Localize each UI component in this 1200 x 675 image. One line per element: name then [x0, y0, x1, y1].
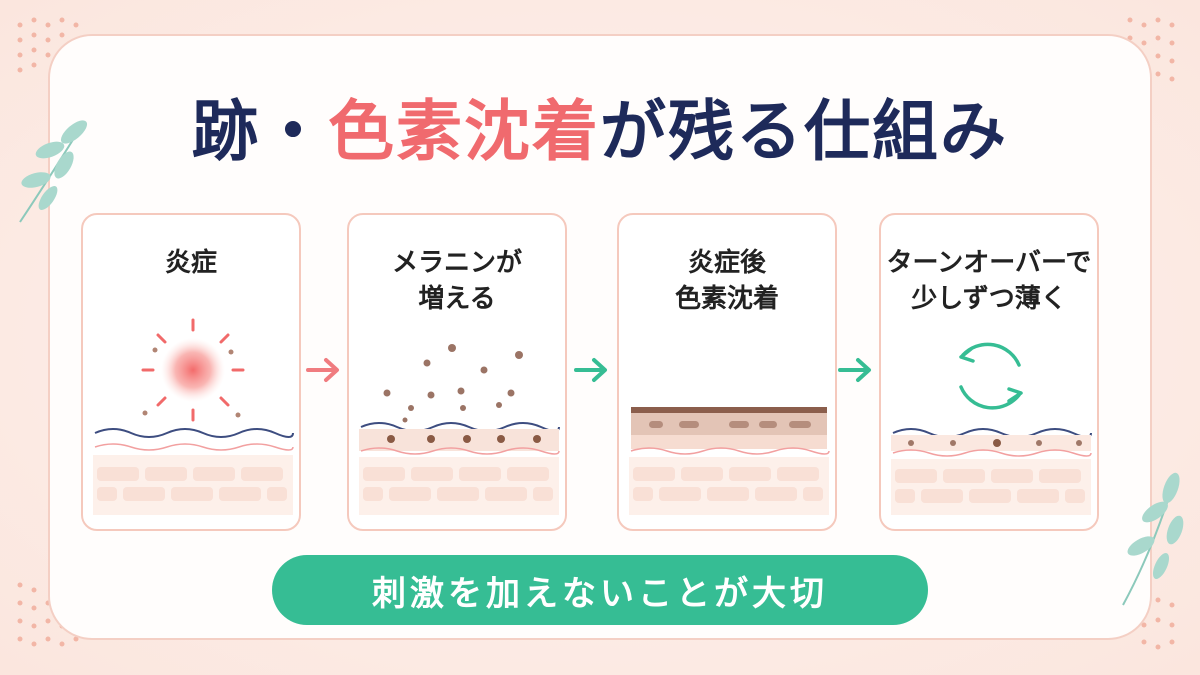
- arrow-right-icon: [574, 358, 607, 382]
- step-card-inflammation: 炎症: [81, 213, 301, 531]
- step-label: ターンオーバーで 少しずつ薄く: [886, 248, 1092, 314]
- step-card-turnover: ターンオーバーで 少しずつ薄く: [879, 213, 1099, 531]
- step-label: 炎症: [164, 248, 217, 278]
- pigmentation-illustration: [629, 407, 830, 515]
- title-accent: 色素沈着: [328, 93, 600, 170]
- step-label: メラニンが 増える: [391, 248, 522, 314]
- dots-decoration-top-right: [1127, 17, 1175, 82]
- sun-rays-icon: [141, 318, 245, 422]
- dots-decoration-top-left: [17, 17, 79, 73]
- key-message-banner: 刺激を加えないことが大切: [272, 555, 928, 625]
- melanin-illustration: [359, 344, 560, 515]
- title-part2: が残る仕組み: [600, 93, 1008, 170]
- arrow-right-icon: [306, 358, 339, 382]
- title-part1: 跡・: [192, 93, 328, 170]
- leaf-decoration-left: [19, 120, 88, 223]
- leaf-decoration-right: [1122, 472, 1184, 606]
- cycle-arrows-icon: [959, 342, 1023, 410]
- step-card-pigmentation: 炎症後 色素沈着: [617, 213, 837, 531]
- arrow-right-icon: [838, 358, 871, 382]
- inflammation-glow: [161, 338, 225, 402]
- inflammation-illustration: [93, 318, 294, 515]
- step-card-melanin: メラニンが 増える: [347, 213, 567, 531]
- step-label: 炎症後 色素沈着: [674, 248, 779, 314]
- turnover-illustration: [891, 342, 1092, 515]
- page-title: 跡・色素沈着が残る仕組み: [0, 78, 1200, 174]
